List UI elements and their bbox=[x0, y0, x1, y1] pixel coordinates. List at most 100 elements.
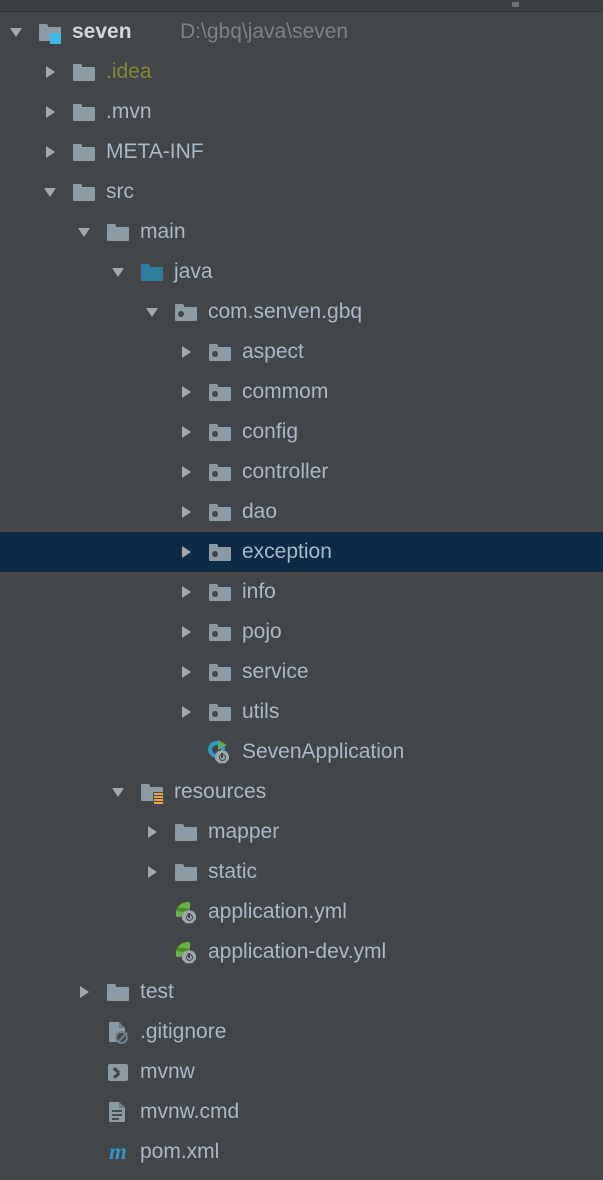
package-icon bbox=[208, 580, 232, 604]
package-icon bbox=[174, 300, 198, 324]
tree-row[interactable]: test bbox=[0, 972, 603, 1012]
tree-row[interactable]: service bbox=[0, 652, 603, 692]
tree-row[interactable]: config bbox=[0, 412, 603, 452]
folder-icon bbox=[72, 60, 96, 84]
package-dot bbox=[212, 431, 218, 437]
tree-row-label: controller bbox=[242, 460, 329, 483]
package-dot bbox=[212, 591, 218, 597]
tree-row[interactable]: .gitignore bbox=[0, 1012, 603, 1052]
chevron-right-icon[interactable] bbox=[41, 63, 59, 81]
tree-row-label: pojo bbox=[242, 620, 282, 643]
shell-script-icon bbox=[106, 1060, 130, 1084]
tree-row[interactable]: application.yml bbox=[0, 892, 603, 932]
tree-row[interactable]: .mvn bbox=[0, 92, 603, 132]
gitignore-file-icon bbox=[106, 1020, 130, 1044]
tree-row[interactable]: info bbox=[0, 572, 603, 612]
tree-row[interactable]: mvnw.cmd bbox=[0, 1092, 603, 1132]
tree-row[interactable]: utils bbox=[0, 692, 603, 732]
tree-row[interactable]: SevenApplication bbox=[0, 732, 603, 772]
tree-row-selected[interactable]: exception bbox=[0, 532, 603, 572]
chevron-right-icon[interactable] bbox=[41, 103, 59, 121]
chevron-down-icon[interactable] bbox=[75, 223, 93, 241]
tree-row[interactable]: pojo bbox=[0, 612, 603, 652]
folder-icon bbox=[174, 860, 198, 884]
tree-row-label: .idea bbox=[106, 60, 152, 83]
chevron-right-icon[interactable] bbox=[177, 543, 195, 561]
tree-row-label: service bbox=[242, 660, 309, 683]
tree-row-label: main bbox=[140, 220, 186, 243]
chevron-down-icon[interactable] bbox=[41, 183, 59, 201]
shell-square bbox=[108, 1064, 128, 1081]
chevron-right-icon[interactable] bbox=[177, 383, 195, 401]
package-dot bbox=[212, 471, 218, 477]
maven-letter-m: m bbox=[109, 1139, 127, 1164]
tree-row[interactable]: src bbox=[0, 172, 603, 212]
package-icon bbox=[208, 380, 232, 404]
tree-row[interactable]: com.senven.gbq bbox=[0, 292, 603, 332]
scroll-marker bbox=[512, 2, 519, 7]
folder-icon bbox=[174, 820, 198, 844]
tree-row[interactable]: static bbox=[0, 852, 603, 892]
tree-row-label: static bbox=[208, 860, 258, 883]
module-folder-icon bbox=[38, 20, 62, 44]
chevron-down-icon[interactable] bbox=[109, 263, 127, 281]
tree-row[interactable]: mapper bbox=[0, 812, 603, 852]
chevron-right-icon[interactable] bbox=[75, 983, 93, 1001]
package-dot bbox=[212, 631, 218, 637]
tree-row-label: .gitignore bbox=[140, 1020, 227, 1043]
tree-row-label: src bbox=[106, 180, 134, 203]
chevron-down-icon[interactable] bbox=[109, 783, 127, 801]
tree-row[interactable]: mvnw bbox=[0, 1052, 603, 1092]
tree-row-label: seven bbox=[72, 20, 132, 43]
tree-row-label: mapper bbox=[208, 820, 280, 843]
chevron-right-icon[interactable] bbox=[177, 623, 195, 641]
resources-badge bbox=[153, 792, 164, 804]
package-dot bbox=[212, 511, 218, 517]
tree-row-label: resources bbox=[174, 780, 267, 803]
chevron-right-icon[interactable] bbox=[41, 143, 59, 161]
package-dot bbox=[212, 391, 218, 397]
package-icon bbox=[208, 700, 232, 724]
folder-icon bbox=[72, 180, 96, 204]
tree-row[interactable]: .idea bbox=[0, 52, 603, 92]
chevron-right-icon[interactable] bbox=[177, 463, 195, 481]
chevron-right-icon[interactable] bbox=[177, 423, 195, 441]
ignored-badge bbox=[115, 1031, 128, 1044]
package-dot bbox=[212, 351, 218, 357]
tree-row[interactable]: META-INF bbox=[0, 132, 603, 172]
package-icon bbox=[208, 460, 232, 484]
tree-row[interactable]: dao bbox=[0, 492, 603, 532]
tree-row-label: application.yml bbox=[208, 900, 347, 923]
tree-row[interactable]: java bbox=[0, 252, 603, 292]
package-dot bbox=[212, 671, 218, 677]
package-icon bbox=[208, 620, 232, 644]
tree-row[interactable]: main bbox=[0, 212, 603, 252]
tree-row-label: java bbox=[174, 260, 213, 283]
folder-icon bbox=[72, 140, 96, 164]
document-shape bbox=[109, 1102, 125, 1122]
tree-row-label: dao bbox=[242, 500, 278, 523]
chevron-down-icon[interactable] bbox=[7, 23, 25, 41]
package-icon bbox=[208, 420, 232, 444]
chevron-down-icon[interactable] bbox=[143, 303, 161, 321]
tree-row-label: mvnw.cmd bbox=[140, 1100, 240, 1123]
tree-row[interactable]: commom bbox=[0, 372, 603, 412]
chevron-right-icon[interactable] bbox=[177, 703, 195, 721]
chevron-right-icon[interactable] bbox=[177, 583, 195, 601]
tree-row[interactable]: controller bbox=[0, 452, 603, 492]
chevron-right-icon[interactable] bbox=[177, 343, 195, 361]
chevron-right-icon[interactable] bbox=[143, 863, 161, 881]
chevron-right-icon[interactable] bbox=[143, 823, 161, 841]
tree-row[interactable]: aspect bbox=[0, 332, 603, 372]
chevron-right-icon[interactable] bbox=[177, 503, 195, 521]
folder-icon bbox=[72, 100, 96, 124]
chevron-right-icon[interactable] bbox=[177, 663, 195, 681]
folder-icon bbox=[106, 220, 130, 244]
tree-row[interactable]: resources bbox=[0, 772, 603, 812]
tree-row[interactable]: application-dev.yml bbox=[0, 932, 603, 972]
package-dot bbox=[212, 551, 218, 557]
